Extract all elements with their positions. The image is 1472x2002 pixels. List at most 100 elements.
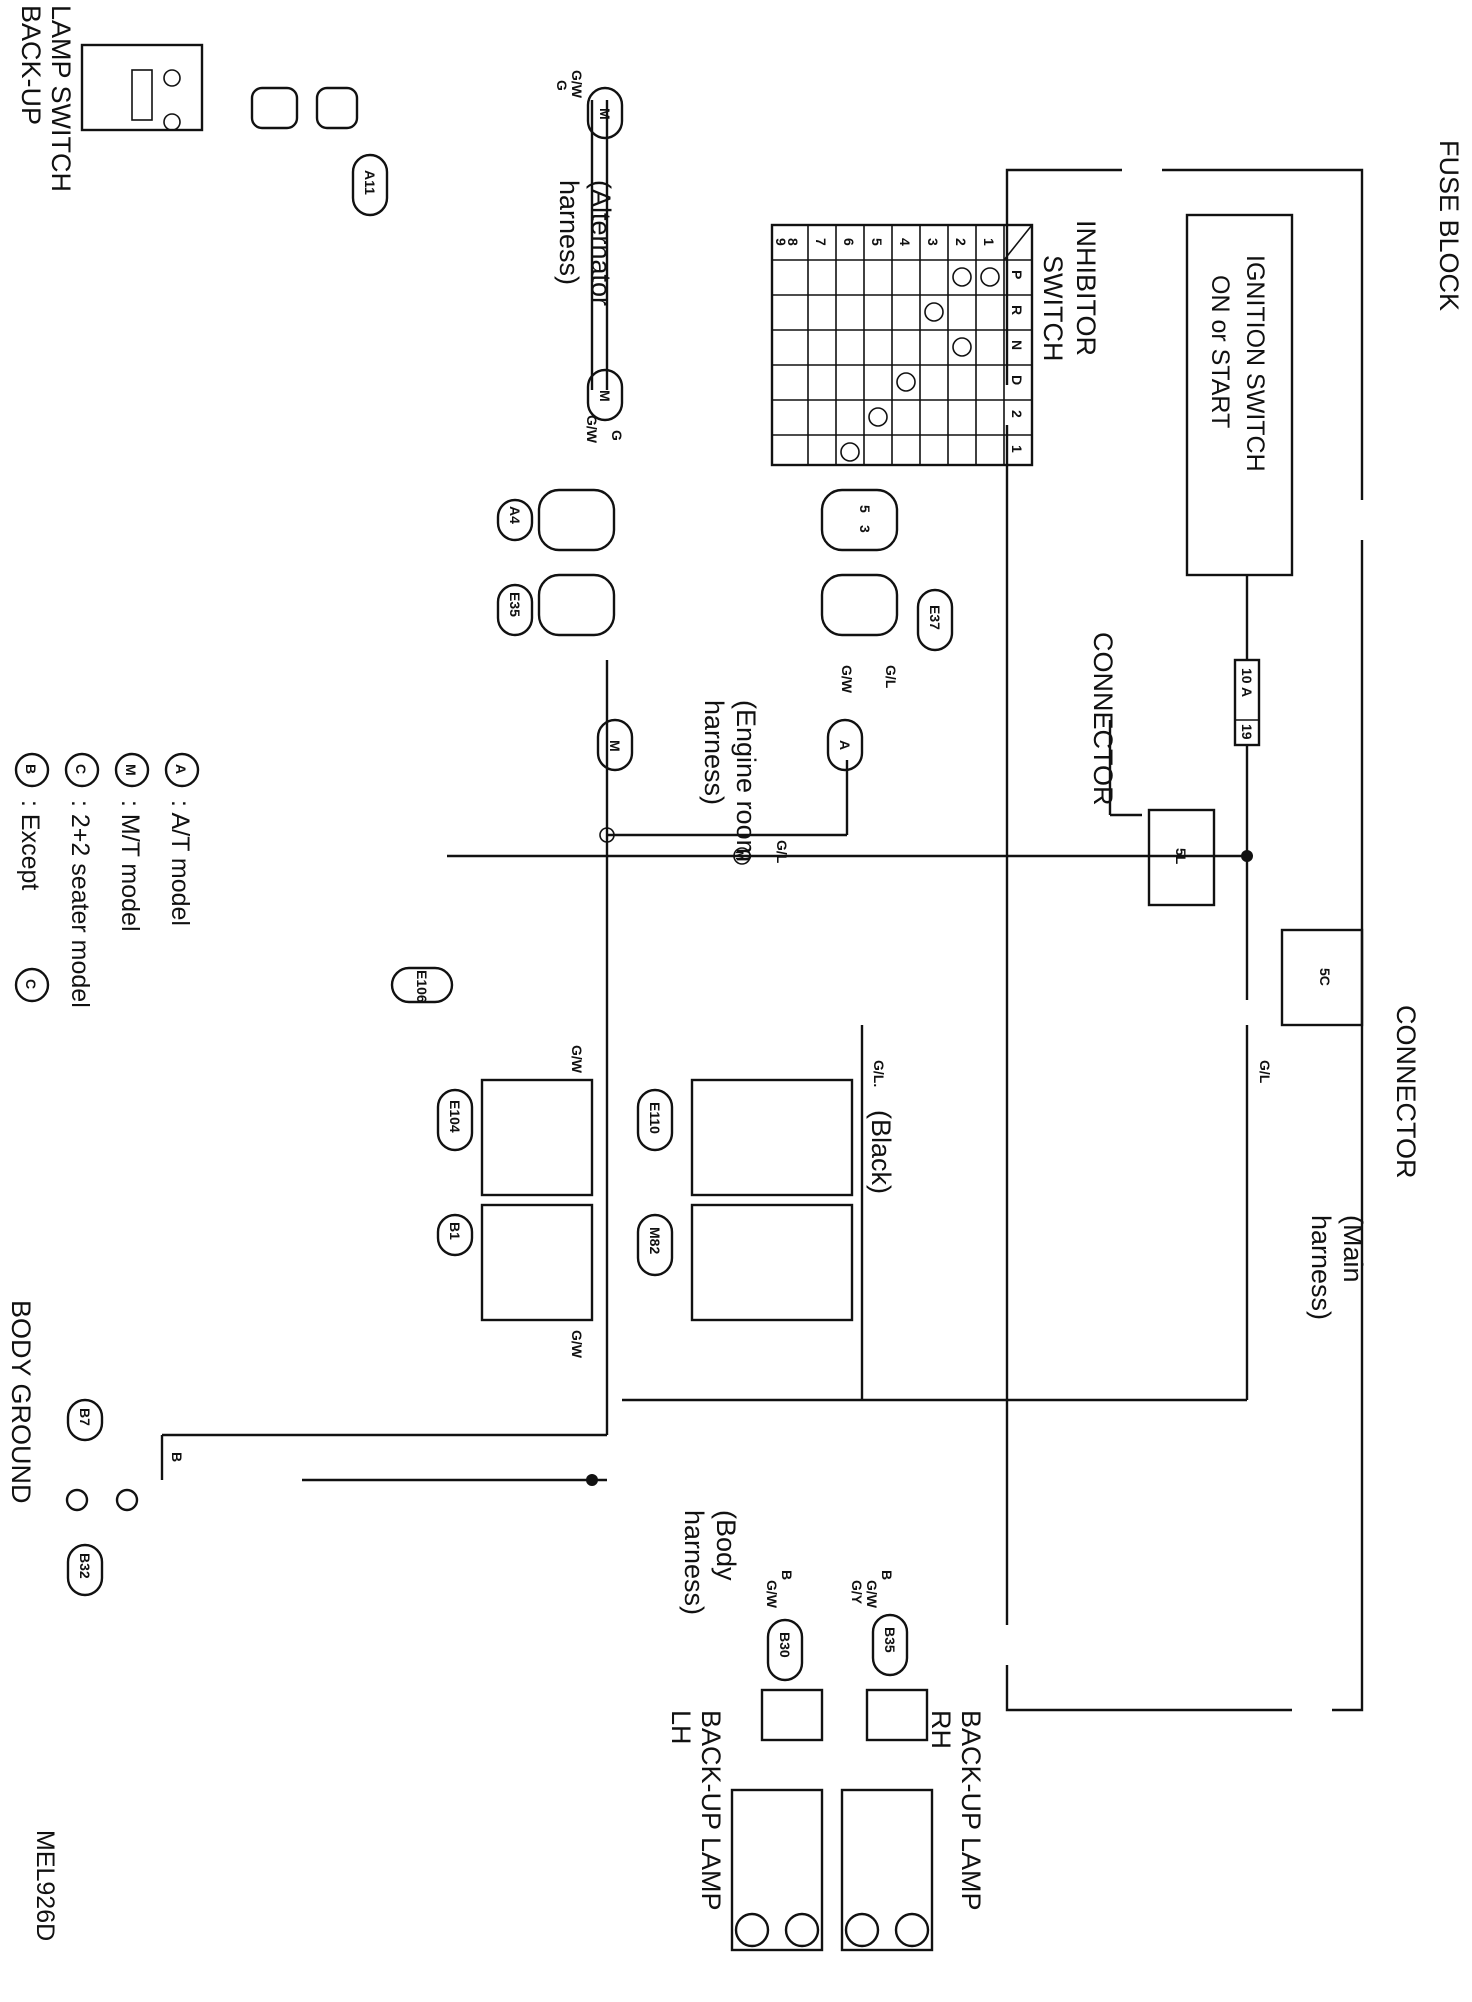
switch-plug [250,86,299,130]
fuse-number: 19 [1239,724,1255,740]
svg-text:5L: 5L [1173,848,1189,865]
svg-text:B35: B35 [882,1627,898,1653]
inhibitor-position-labels: P R N D 2 1 [1009,270,1025,453]
backup-switch-label-1: BACK-UP [16,5,46,125]
ground-B7 [115,1488,139,1512]
backup-lamp-LH [730,1788,824,1952]
lamp-rh-label-2: RH [926,1710,956,1749]
connector-lamp-LH [760,1688,824,1742]
connector-M-engine [596,718,634,772]
svg-text:G/L: G/L [883,665,899,689]
lamp-lh-label-2: LH [666,1710,696,1745]
inhibitor-label-2: SWITCH [1038,255,1068,361]
svg-text:2: 2 [953,238,969,246]
connector-M-alt-2 [586,368,624,422]
fuse-block-title: FUSE BLOCK [1434,140,1464,311]
svg-text:G/Y: G/Y [849,1580,865,1605]
svg-text:B7: B7 [77,1408,93,1426]
svg-text:: Except: : Except [16,800,44,890]
svg-text:C: C [73,764,89,774]
backup-lamp-switch [80,43,204,132]
diagram-code: MEL926D [31,1830,59,1941]
svg-text:8: 8 [785,238,801,246]
svg-text:B30: B30 [777,1632,793,1658]
marker-M [733,847,751,865]
backup-switch-label-2: LAMP SWITCH [46,5,76,192]
svg-text:G/L.: G/L. [871,1060,887,1087]
badge-M82 [636,1213,674,1277]
badge-E106 [390,966,454,1004]
svg-text:C: C [23,979,39,989]
svg-text:4: 4 [897,238,913,246]
backup-lamp-RH [840,1788,934,1952]
svg-text:3: 3 [857,525,873,533]
svg-text:G/W: G/W [864,1580,880,1609]
badge-A11 [351,153,389,217]
svg-text:N: N [1009,340,1025,350]
svg-text:B: B [169,1452,185,1462]
connector-plug-E37 [820,573,899,637]
svg-text:B1: B1 [447,1222,463,1240]
connector-lamp-RH [865,1688,929,1742]
lamp-lh-label-1: BACK-UP LAMP [696,1710,726,1911]
ignition-switch-state: ON or START [1206,275,1234,428]
svg-text:5C: 5C [1317,968,1333,986]
badge-B7 [66,1398,104,1442]
connector-label-right: CONNECTOR [1391,1005,1421,1179]
connector-E35 [537,573,616,637]
svg-text:: 2+2 seater model: : 2+2 seater model [66,800,94,1008]
engine-room-harness-2: harness) [699,700,729,805]
svg-text:B: B [779,1570,795,1580]
main-harness-label-1: (Main [1338,1215,1368,1283]
svg-text:G/W: G/W [764,1580,780,1609]
svg-text:: M/T model: : M/T model [116,800,144,932]
body-harness-2: harness) [679,1510,709,1615]
svg-text:A: A [173,764,189,774]
svg-text:G/W: G/W [839,665,855,694]
badge-B30 [766,1618,804,1682]
alternator-harness-2: harness) [554,180,584,285]
svg-text:G/W: G/W [569,1045,585,1074]
svg-text:2: 2 [1009,410,1025,418]
svg-text:G/W: G/W [569,1330,585,1359]
svg-text:5: 5 [857,505,873,513]
inhibitor-switch-grid [770,223,1034,467]
badge-E104 [436,1088,474,1152]
svg-text:3: 3 [925,238,941,246]
svg-text:M: M [733,851,745,860]
svg-text:D: D [1009,375,1025,385]
svg-text:M82: M82 [647,1227,663,1254]
svg-text:B: B [879,1570,895,1580]
badge-E110 [636,1088,674,1152]
svg-text:A11: A11 [362,170,378,195]
fuse-block-outline [1005,168,1364,1712]
svg-text:A: A [837,740,853,750]
connector-B1 [480,1203,594,1322]
switch-plug-2 [315,86,359,130]
svg-text:G/L: G/L [1257,1060,1273,1084]
engine-room-harness-1: (Engine room [731,700,761,862]
ignition-switch-label: IGNITION SWITCH [1241,255,1269,472]
connector-5C [1280,928,1364,1027]
black-label: (Black) [866,1110,896,1194]
svg-text:G: G [554,80,570,91]
connector-A-engine [826,718,864,772]
svg-text:E104: E104 [447,1100,463,1133]
body-harness-1: (Body [711,1510,741,1581]
svg-text:A4: A4 [507,506,523,524]
svg-text:7: 7 [813,238,829,246]
connector-M82 [690,1203,854,1322]
svg-text:E35: E35 [507,592,523,617]
connector-5L [1147,808,1216,907]
svg-text:G/W: G/W [569,70,585,99]
ground-B32 [65,1488,89,1512]
svg-text:9: 9 [773,238,789,246]
ignition-switch-box [1185,213,1294,577]
svg-text:G/L: G/L [774,840,790,864]
svg-text:: A/T model: : A/T model [166,800,194,926]
legend: A : A/T model M : M/T model C : 2+2 seat… [14,752,200,1008]
svg-text:M: M [597,390,613,402]
